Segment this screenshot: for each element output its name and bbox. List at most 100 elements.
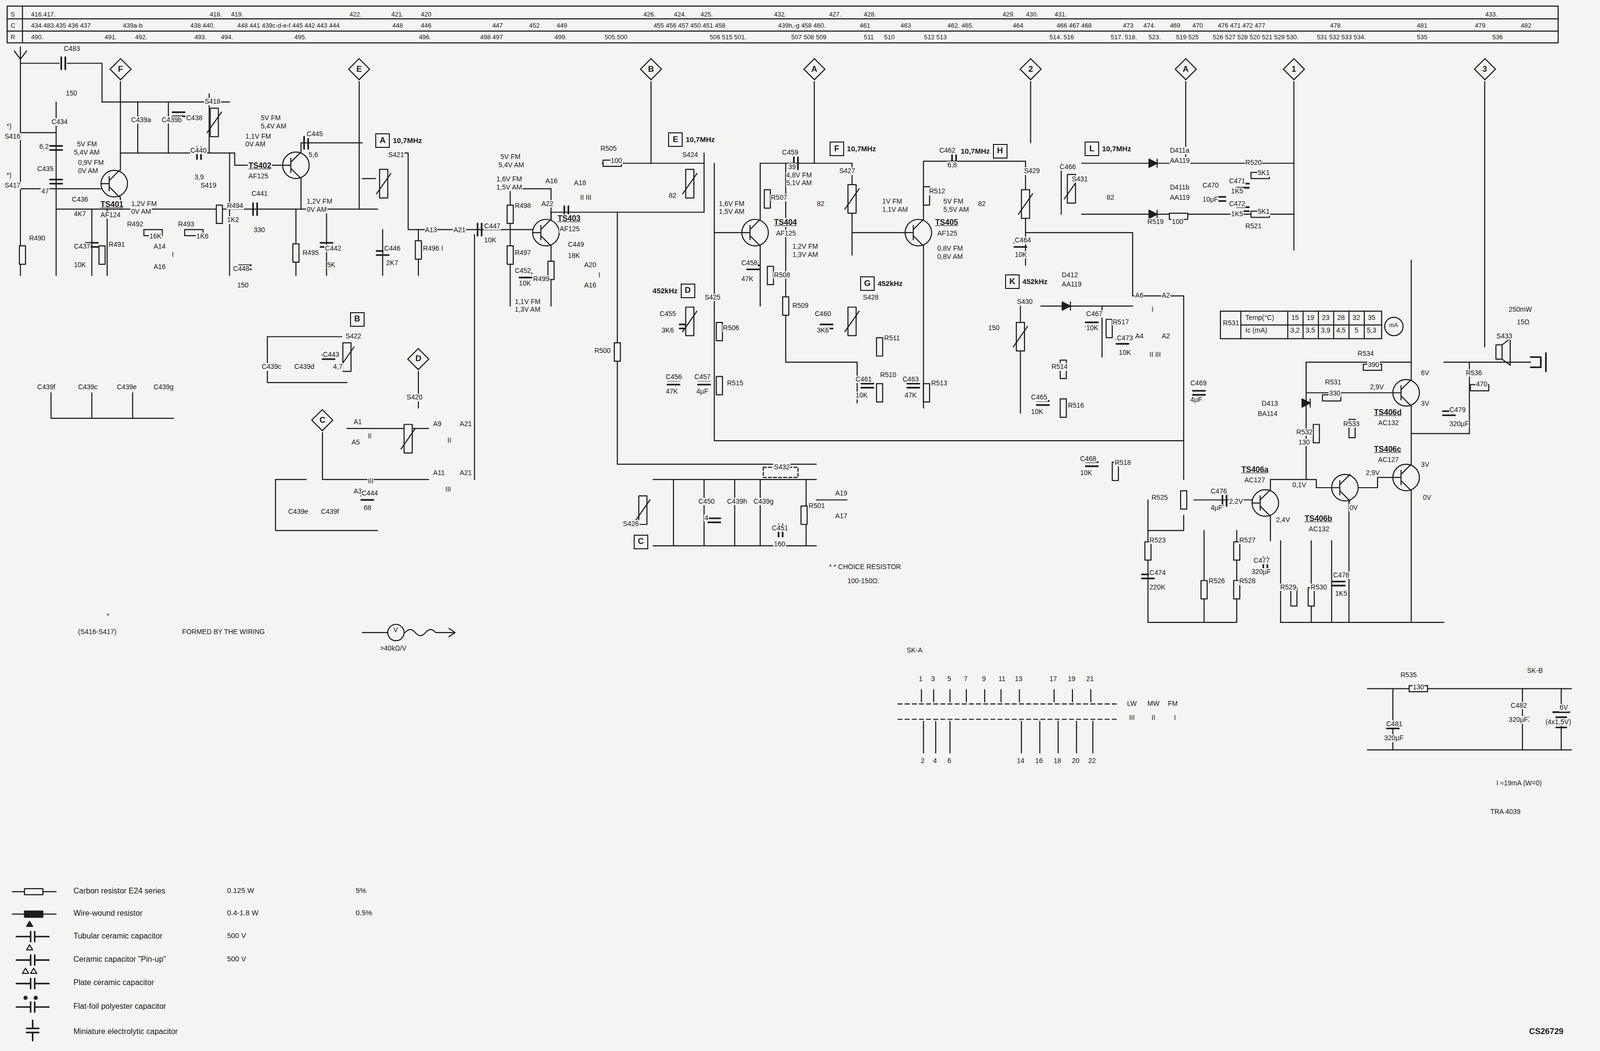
wire xyxy=(267,336,342,337)
index-number: 490. xyxy=(30,33,44,41)
component-label: C442 xyxy=(324,244,342,253)
component-label: 0,1V xyxy=(1291,481,1307,489)
index-number: 494. xyxy=(220,33,234,41)
resistor-symbol xyxy=(1105,319,1113,338)
legend-text: Plate ceramic capacitor xyxy=(73,978,155,988)
component-label: 330 xyxy=(253,226,266,234)
capacitor-symbol xyxy=(49,179,63,184)
coil-tuning xyxy=(845,188,860,209)
circuit-group xyxy=(7,6,1572,1041)
wire xyxy=(1367,749,1572,751)
legend-mark xyxy=(23,996,37,1000)
component-label: R508 xyxy=(773,271,791,279)
wire xyxy=(1358,477,1393,488)
component-label: (4x1,5V) xyxy=(1544,718,1572,726)
component-label: I xyxy=(1173,714,1177,722)
component-label: C446 xyxy=(383,244,401,253)
component-label: C462 xyxy=(938,146,956,155)
coil-tuning xyxy=(400,428,416,449)
connector-diamond: 1 xyxy=(1282,58,1305,80)
component-label: AF125 xyxy=(936,229,958,238)
index-number: 463 xyxy=(899,22,912,30)
wire xyxy=(275,479,378,531)
transistor-body xyxy=(741,219,769,246)
node-letter: B xyxy=(648,64,655,75)
component-label: R506 xyxy=(722,324,740,332)
transistor-name: TS406a xyxy=(1240,465,1269,475)
component-label: A6 xyxy=(1134,291,1144,300)
component-label: C434 xyxy=(50,118,68,126)
component-label: C481 xyxy=(1385,720,1403,728)
connector-diamond: 3 xyxy=(1473,58,1496,80)
component-label: R528 xyxy=(1238,577,1256,585)
component-label: mA xyxy=(1388,322,1399,329)
component-label: S431 xyxy=(1071,175,1089,183)
resistor-symbol xyxy=(923,383,930,402)
component-label: A19 xyxy=(834,489,848,497)
component-label: 0V AM xyxy=(77,167,99,175)
index-number: 507 508 509 xyxy=(790,33,827,41)
frequency-label: 10,7MHz xyxy=(684,135,716,144)
component-label: R492 xyxy=(126,220,144,228)
component-label: 28 xyxy=(1336,314,1346,322)
component-label: Temp(°C) xyxy=(1245,314,1275,322)
component-label: I ≈19mA (W=0) xyxy=(1495,779,1543,787)
component-label: R493 xyxy=(177,220,195,228)
wire xyxy=(300,178,302,209)
component-label: 0V AM xyxy=(305,206,327,214)
component-label: 9 xyxy=(981,675,987,683)
index-number: 447 xyxy=(491,22,504,30)
test-point-box: C xyxy=(633,534,649,550)
coil-tuning xyxy=(376,173,391,194)
diode-symbol xyxy=(1301,399,1311,408)
component-label: 6V xyxy=(1559,704,1569,712)
component-label: 1V FM xyxy=(881,197,903,206)
index-number: 421. xyxy=(390,11,404,18)
index-table-rule xyxy=(21,6,23,44)
component-label: 4µF xyxy=(695,387,709,396)
index-number: 492. xyxy=(134,33,148,41)
capacitor-symbol xyxy=(49,145,63,150)
component-label: 0.4-1.8 W xyxy=(226,909,259,918)
component-label: II xyxy=(367,432,373,440)
wire xyxy=(417,371,419,409)
transistor-name: TS404 xyxy=(773,218,798,227)
wire xyxy=(228,153,230,276)
coil-tuning xyxy=(682,173,697,194)
component-label: C455 xyxy=(659,310,677,318)
component-label: C466 xyxy=(1059,163,1077,171)
component-label: 10K xyxy=(483,236,497,244)
component-label: 0,8V AM xyxy=(936,253,964,261)
component-label: SK-B xyxy=(1526,667,1544,675)
wire xyxy=(392,153,480,230)
component-label: S427 xyxy=(838,167,856,175)
index-number: 499. xyxy=(554,33,568,41)
component-label: R510 xyxy=(879,371,897,379)
component-label: R499 xyxy=(532,275,550,283)
wire xyxy=(759,479,761,546)
component-label: C439e xyxy=(288,508,309,516)
wire xyxy=(1305,362,1307,480)
coil-tuning xyxy=(845,311,860,332)
transistor-leads xyxy=(905,219,924,246)
index-number: 519 525 xyxy=(1175,33,1200,41)
transistor-name: TS403 xyxy=(557,214,581,224)
component-label: A5 xyxy=(351,438,361,447)
node-letter: G xyxy=(864,279,871,289)
connector-diamond: E xyxy=(348,58,370,80)
component-label: C439g xyxy=(752,497,774,506)
wire xyxy=(714,440,1184,442)
component-label: (S416-S417) xyxy=(77,628,117,636)
test-point-box: D452kHz xyxy=(680,283,696,299)
component-label: 1,1V AM xyxy=(881,206,909,214)
wire xyxy=(713,163,715,307)
component-label: 47K xyxy=(740,275,754,283)
component-label: 390 xyxy=(1367,361,1380,369)
component-label: S429 xyxy=(1023,167,1041,175)
diamond-shape xyxy=(1474,58,1496,80)
resistor-symbol xyxy=(1313,424,1320,444)
component-label: 130 xyxy=(1297,438,1311,447)
capacitor-symbol xyxy=(698,380,711,385)
resistor-symbol xyxy=(716,376,723,396)
component-label: R531 xyxy=(1324,378,1342,386)
